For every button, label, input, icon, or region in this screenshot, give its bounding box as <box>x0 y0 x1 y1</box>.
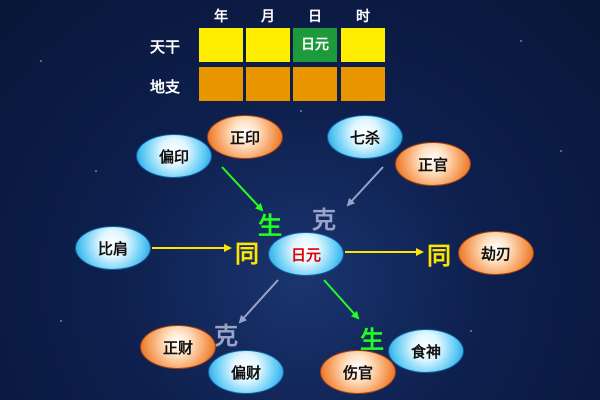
node-zheng-yin: 正印 <box>207 115 283 159</box>
star <box>95 170 97 172</box>
star <box>300 110 302 112</box>
cell-hour-branch <box>341 67 385 101</box>
star <box>520 40 522 42</box>
node-qi-sha: 七杀 <box>327 115 403 159</box>
node-day-master: 日元 <box>268 232 344 276</box>
arrow-self-controls-wealth <box>238 279 279 324</box>
node-jie-ren: 劫刃 <box>458 231 534 275</box>
arrow-seal-generates-self <box>221 166 264 212</box>
row-label-earth-branch: 地支 <box>150 78 181 96</box>
cell-hour-stem <box>341 28 385 62</box>
node-shang-guan: 伤官 <box>320 350 396 394</box>
node-zheng-guan: 正官 <box>395 142 471 186</box>
node-bi-jian: 比肩 <box>75 226 151 270</box>
arrow-officer-controls-self <box>346 166 384 207</box>
star <box>60 320 62 322</box>
star <box>40 60 42 62</box>
cell-year-branch <box>199 67 243 101</box>
cell-day-branch <box>293 67 337 101</box>
star <box>560 150 562 152</box>
node-pian-cai: 偏财 <box>208 350 284 394</box>
relation-ke-top: 克 <box>312 205 336 234</box>
star <box>470 330 472 332</box>
node-shi-shen: 食神 <box>388 329 464 373</box>
relation-tong-left: 同 <box>235 239 259 268</box>
node-pian-yin: 偏印 <box>136 134 212 178</box>
arrow-self-generates-output <box>323 279 360 320</box>
cell-day-stem: 日元 <box>293 28 337 62</box>
cell-month-stem <box>246 28 290 62</box>
relation-ke-bottom: 克 <box>214 321 238 350</box>
relation-sheng-bottom: 生 <box>360 325 384 354</box>
node-zheng-cai: 正财 <box>140 325 216 369</box>
cell-month-branch <box>246 67 290 101</box>
pillar-header-month: 月 <box>261 9 275 25</box>
relation-sheng-top: 生 <box>258 211 282 240</box>
cell-year-stem <box>199 28 243 62</box>
relation-tong-right: 同 <box>427 241 451 270</box>
row-label-heaven-stem: 天干 <box>150 38 181 56</box>
pillar-header-day: 日 <box>308 9 322 25</box>
pillar-header-hour: 时 <box>356 9 370 25</box>
pillar-header-year: 年 <box>214 9 228 25</box>
